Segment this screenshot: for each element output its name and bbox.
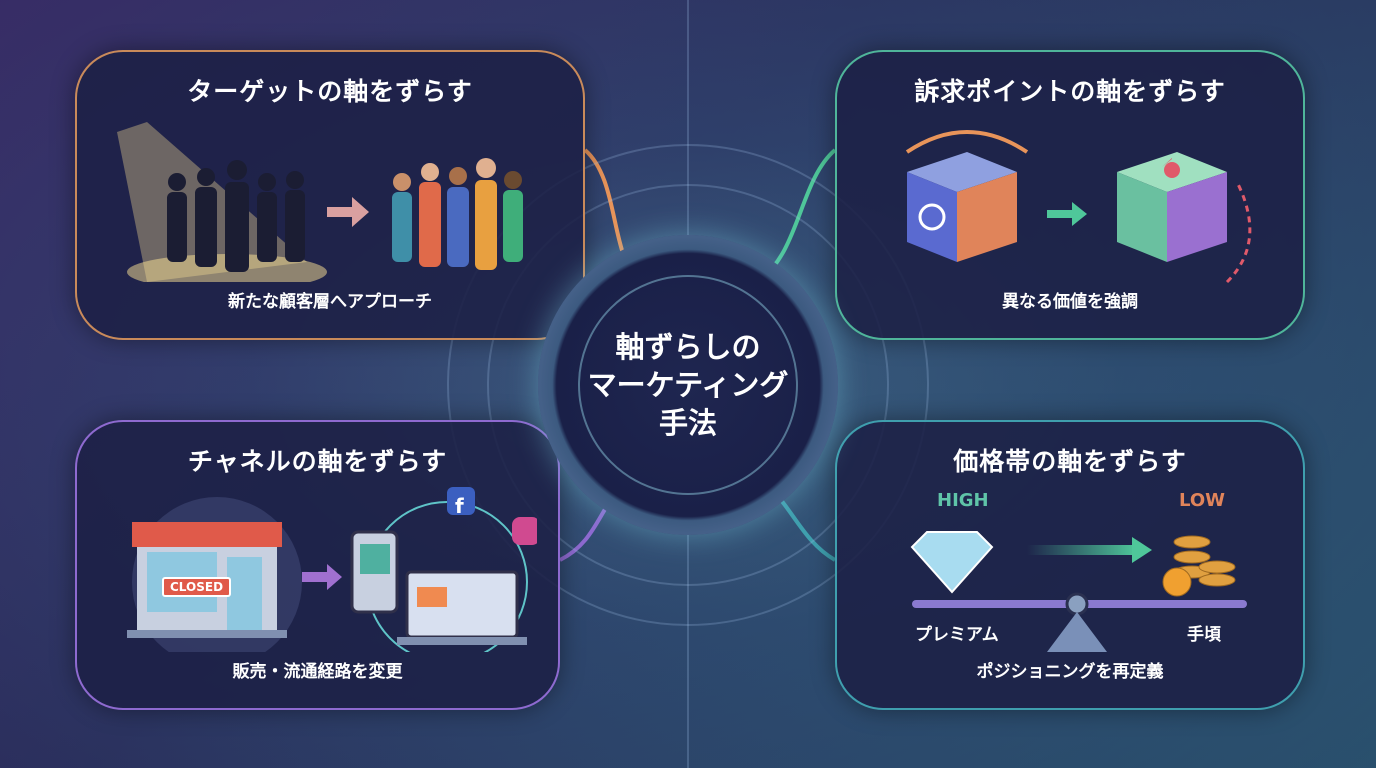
center-title-line: マーケティング [587,368,789,402]
center-gear-hub: 軸ずらしの マーケティング 手法 [538,235,838,535]
center-title-line: 軸ずらしの [615,330,761,364]
closed-sign: CLOSED [162,577,232,597]
panel-subtitle: ポジショニングを再定義 [976,662,1164,682]
affordable-label: 手頃 [1187,625,1221,645]
store-to-online-illustration [127,487,537,652]
spotlight-crowd-illustration [117,122,523,282]
panel-price: 価格帯の軸をずらす HIGH LOW プレミアム 手頃 ポジショニングを再定義 [835,420,1305,710]
panel-title: 価格帯の軸をずらす [953,447,1187,476]
low-label: LOW [1179,490,1225,511]
panel-subtitle: 販売・流通経路を変更 [232,662,403,682]
facebook-icon: f [455,494,464,518]
panel-appeal: 訴求ポイントの軸をずらす 異なる価値を強調 [835,50,1305,340]
panel-title: チャネルの軸をずらす [187,447,448,476]
high-label: HIGH [937,490,989,511]
center-title-line: 手法 [658,406,717,440]
premium-label: プレミアム [915,625,999,645]
panel-title: 訴求ポイントの軸をずらす [914,77,1226,106]
panel-subtitle: 異なる価値を強調 [1002,292,1138,312]
price-seesaw-illustration [910,531,1247,652]
panel-target: ターゲットの軸をずらす 新たな顧客層へアプローチ [75,50,585,340]
compass-ring [578,275,798,495]
value-cube-illustration [905,130,1252,284]
panel-subtitle: 新たな顧客層へアプローチ [228,292,432,312]
panel-channel: チャネルの軸をずらす CLOSED f 販売・流通経路を変更 [75,420,560,710]
panel-title: ターゲットの軸をずらす [187,77,473,106]
